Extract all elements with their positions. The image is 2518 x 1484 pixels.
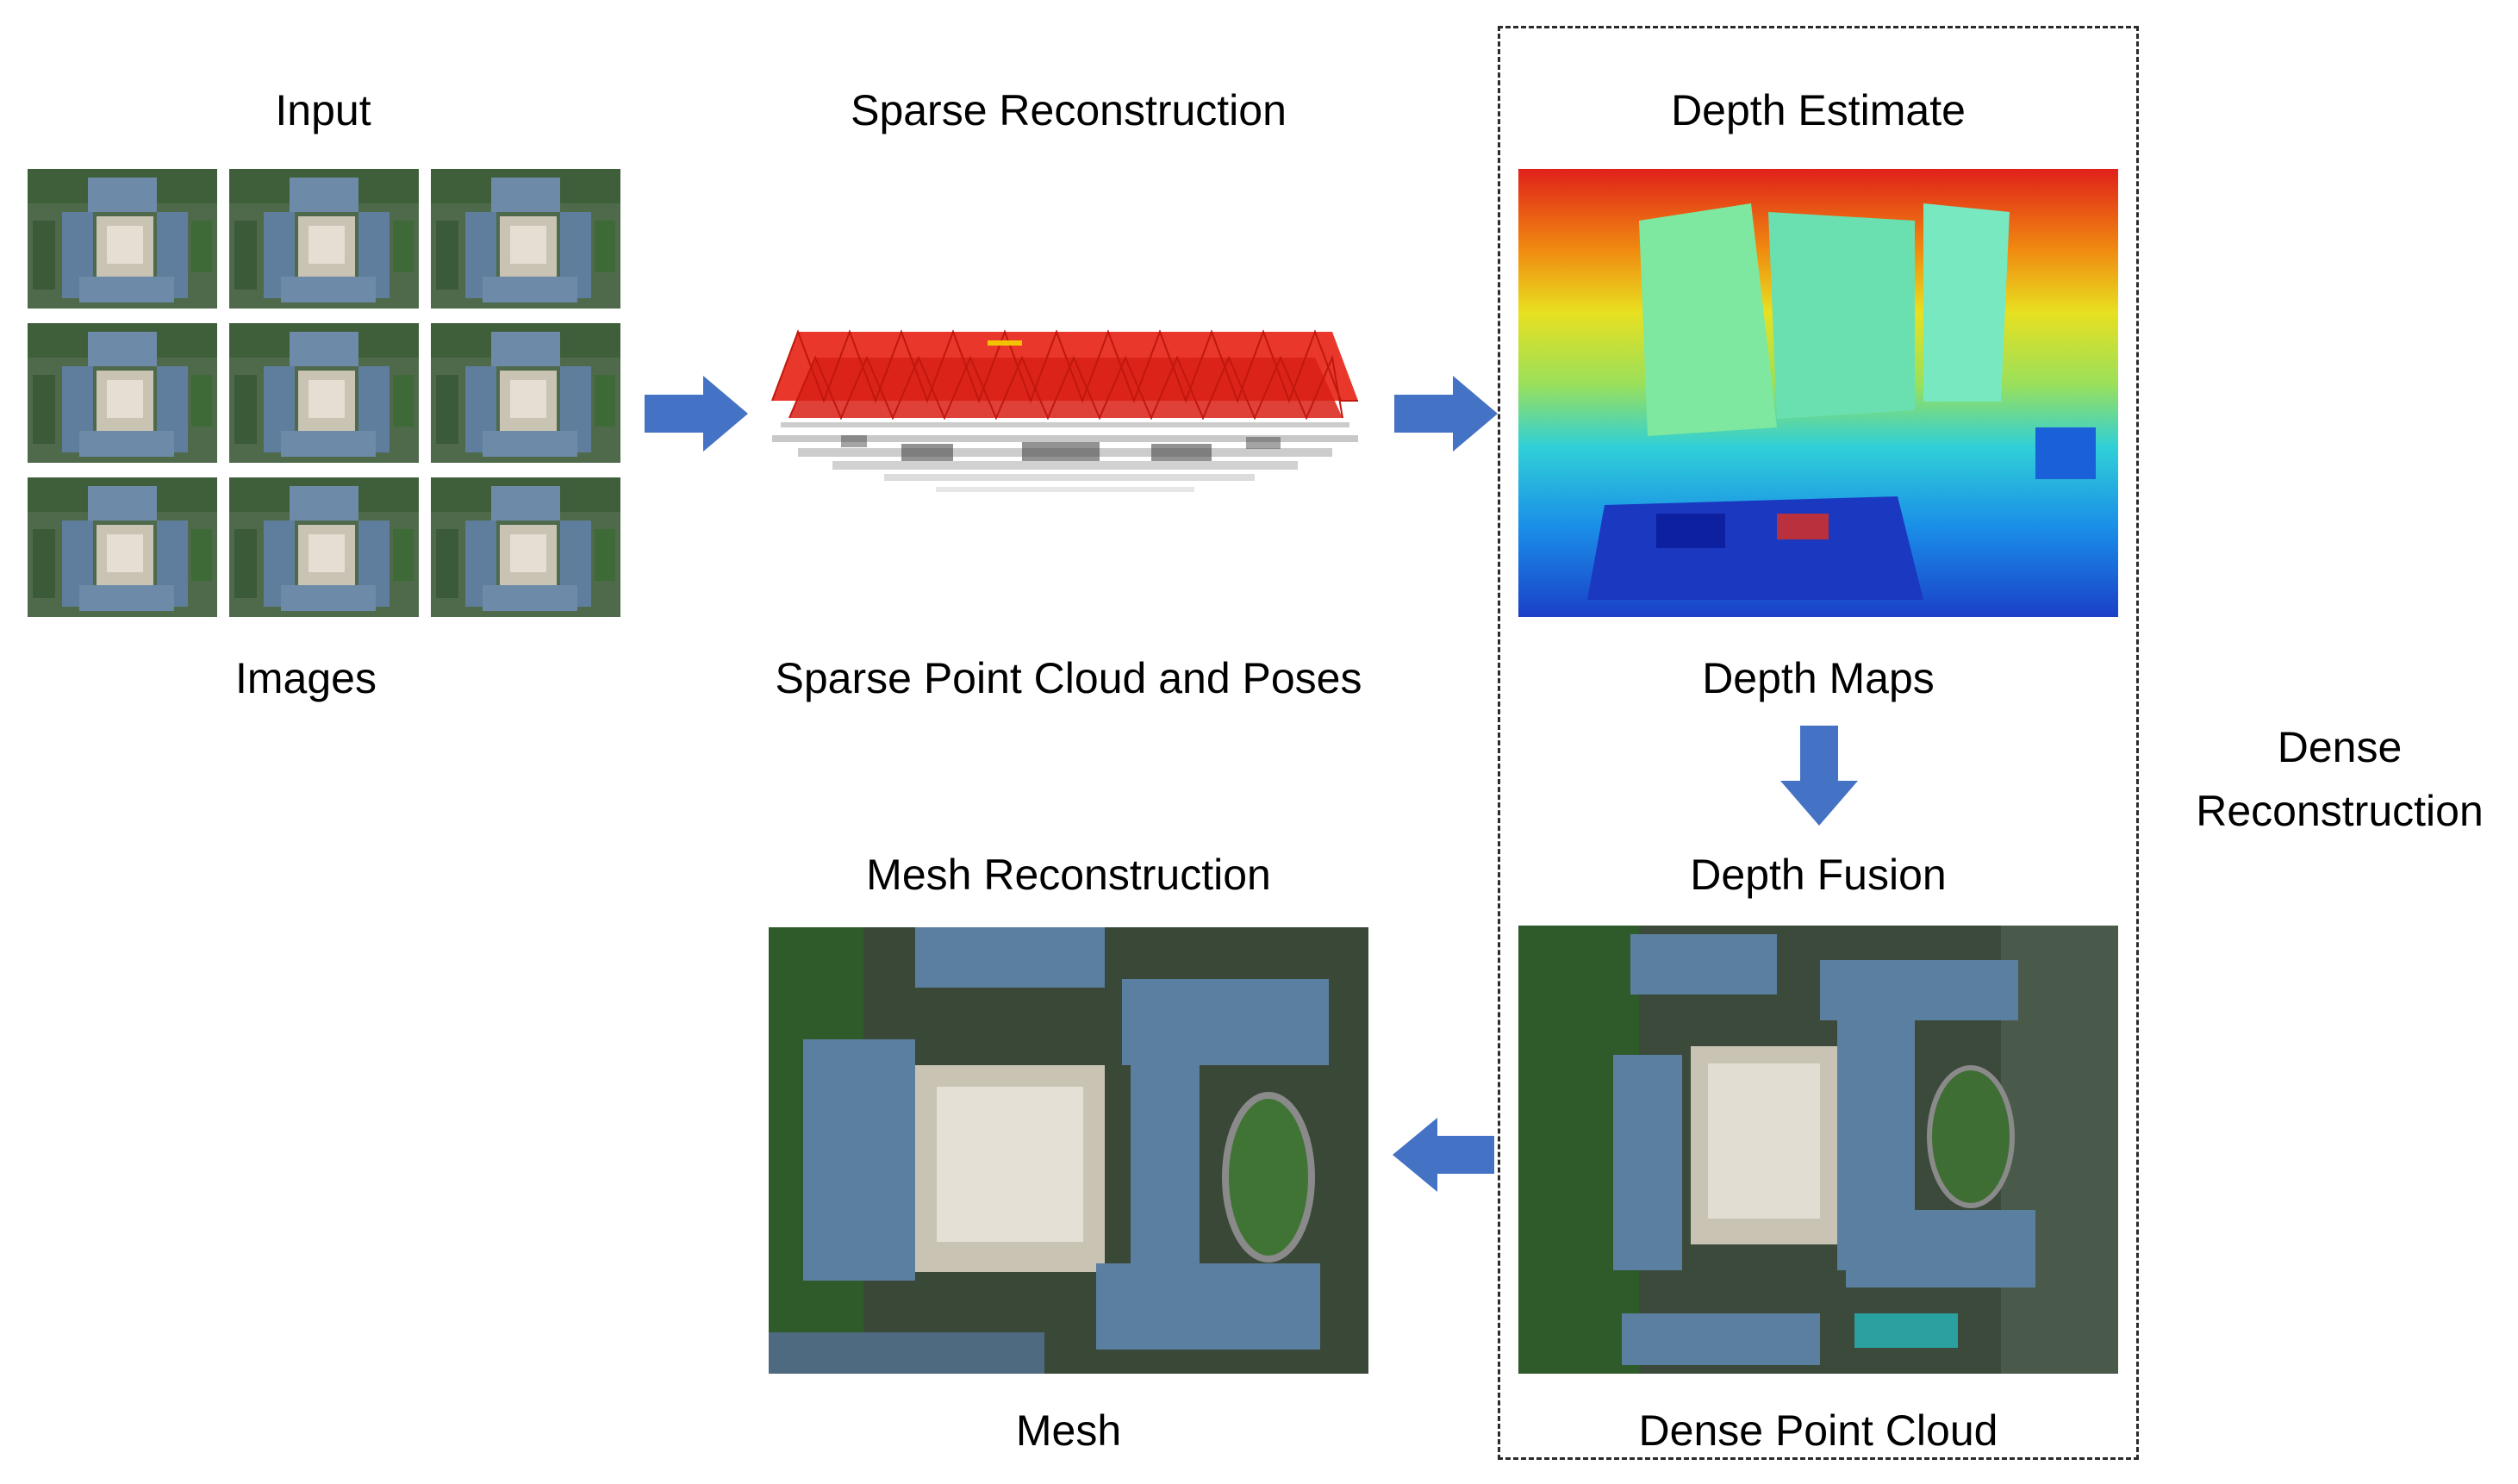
arrow-sparse-to-depth: [1394, 376, 1498, 452]
input-caption: Images: [235, 654, 377, 702]
dense-group-label: Dense Reconstruction: [2159, 715, 2518, 843]
arrow-fusion-to-mesh: [1393, 1118, 1494, 1192]
sparse-caption: Sparse Point Cloud and Poses: [775, 654, 1362, 702]
depth-map-graphic: [1518, 169, 2118, 617]
arrow-input-to-sparse: [645, 376, 748, 452]
dense-reconstruction-group-box: [1498, 26, 2139, 1460]
down-arrow-icon: [1780, 726, 1858, 826]
dense-group-label-line1: Dense: [2277, 723, 2403, 771]
sparse-point-cloud-graphic: [764, 297, 1367, 625]
sparse-title: Sparse Reconstruction: [851, 86, 1287, 134]
left-arrow-icon: [1393, 1118, 1494, 1192]
mesh-graphic: [769, 927, 1368, 1374]
mesh-title: Mesh Reconstruction: [866, 851, 1271, 899]
depth-caption: Depth Maps: [1702, 654, 1935, 702]
mesh-image: [769, 927, 1368, 1374]
input-image-grid-graphic: [28, 169, 620, 617]
fusion-title: Depth Fusion: [1690, 851, 1947, 899]
right-arrow-icon: [1394, 376, 1498, 452]
dense-point-cloud-graphic: [1518, 926, 2118, 1374]
arrow-depth-to-fusion: [1780, 726, 1858, 826]
sparse-point-cloud-image: [764, 297, 1367, 625]
depth-map-image: [1518, 169, 2118, 617]
right-arrow-icon: [645, 376, 748, 452]
dense-point-cloud-image: [1518, 926, 2118, 1374]
mesh-caption: Mesh: [1015, 1406, 1122, 1455]
input-image-grid: [28, 169, 620, 617]
depth-title: Depth Estimate: [1671, 86, 1966, 134]
fusion-caption: Dense Point Cloud: [1638, 1406, 1998, 1455]
dense-group-label-line2: Reconstruction: [2196, 787, 2484, 835]
input-title: Input: [275, 86, 371, 134]
